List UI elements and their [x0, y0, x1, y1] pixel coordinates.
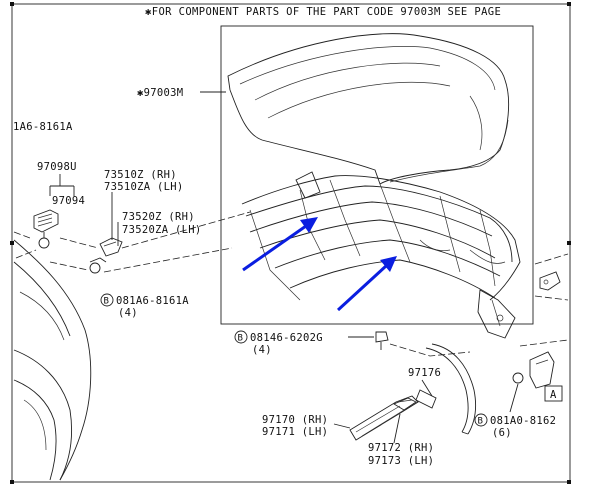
corner-mark-br: [567, 480, 571, 484]
leader-97172: [393, 413, 401, 444]
bolt-symbol-08146: B: [234, 330, 248, 344]
corner-mark-tr: [567, 2, 571, 6]
label-97003m: ✱97003M: [137, 87, 183, 99]
bolt-symbol-081a0: B: [474, 413, 488, 427]
corner-mark-tl: [10, 2, 14, 6]
label-bolt-top-left: 1A6-8161A: [13, 121, 73, 133]
label-73520za: 73520ZA (LH): [122, 224, 201, 236]
qty-08146: (4): [252, 344, 272, 356]
label-081a0-8162: 081A0-8162: [490, 415, 556, 427]
dash-leader-5: [121, 211, 251, 249]
label-97172: 97172 (RH): [368, 442, 434, 454]
header-note: ✱FOR COMPONENT PARTS OF THE PART CODE 97…: [145, 6, 501, 18]
dash-leader-1: [13, 231, 31, 239]
soft-top-cover: [227, 33, 510, 185]
dash-leader-9: [534, 295, 569, 301]
dash-leader-10: [519, 339, 569, 347]
label-ref-a: A: [550, 389, 557, 401]
top-frame-assembly: [241, 171, 521, 339]
weatherstrip-97170: [349, 395, 419, 441]
bolt-symbol-081a6: B: [100, 293, 114, 307]
dash-leader-6: [103, 247, 233, 273]
assembly-box: [220, 25, 534, 325]
leader-97170: [333, 423, 351, 429]
highlight-arrow-2: [336, 256, 397, 312]
label-97098u: 97098U: [37, 161, 77, 173]
car-body-outline: [13, 239, 92, 481]
dash-leader-2: [15, 249, 37, 259]
dash-leader-7: [389, 343, 471, 357]
label-97094: 97094: [52, 195, 85, 207]
dash-leader-8: [534, 253, 569, 265]
weatherstrip-97172: [393, 397, 417, 411]
svg-text:B: B: [238, 334, 243, 344]
label-97176: 97176: [408, 367, 441, 379]
label-73520z: 73520Z (RH): [122, 211, 195, 223]
weatherstrip-97176: [415, 343, 477, 435]
label-97171: 97171 (LH): [262, 426, 328, 438]
leader-97176: [421, 379, 433, 397]
highlight-arrow-1: [242, 217, 318, 272]
label-08146-6202g: 08146-6202G: [250, 332, 323, 344]
svg-text:B: B: [478, 417, 483, 427]
dash-leader-3: [59, 237, 99, 249]
label-73510z: 73510Z (RH): [104, 169, 177, 181]
side-mark-left: [10, 241, 14, 245]
ref-box-a: [544, 385, 563, 402]
qty-081a0: (6): [492, 427, 512, 439]
qty-081a6: (4): [118, 307, 138, 319]
clip-part-97094: [33, 209, 59, 249]
leader-081a0: [509, 383, 519, 413]
dash-leader-4: [49, 261, 89, 271]
svg-text:B: B: [104, 297, 109, 307]
side-mark-right: [567, 241, 571, 245]
corner-mark-bl: [10, 480, 14, 484]
label-73510za: 73510ZA (LH): [104, 181, 183, 193]
label-97173: 97173 (LH): [368, 455, 434, 467]
bracket-right: [512, 271, 561, 389]
bolt-part-08146: [375, 331, 389, 350]
bracket-part-73510z: [89, 237, 123, 274]
label-97170: 97170 (RH): [262, 414, 328, 426]
label-081a6-8161a: 081A6-8161A: [116, 295, 189, 307]
outer-frame: [11, 3, 571, 483]
